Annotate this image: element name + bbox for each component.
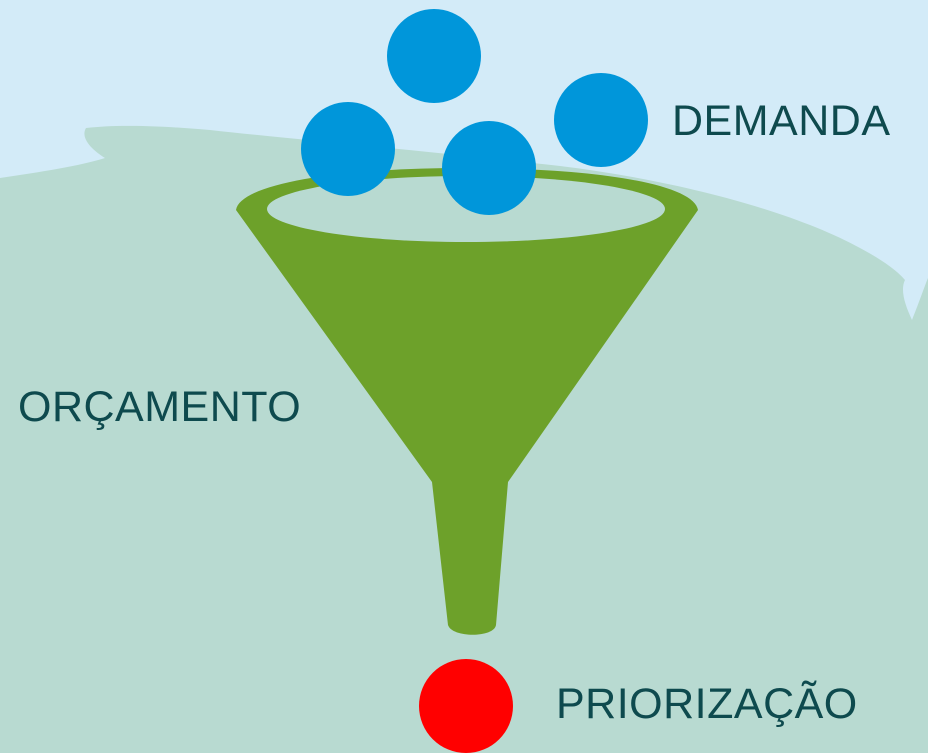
orcamento-label: ORÇAMENTO — [18, 383, 302, 431]
demand-ball-icon — [442, 121, 536, 215]
funnel-icon — [236, 168, 698, 635]
demand-ball-icon — [387, 9, 481, 103]
priority-ball-icon — [419, 659, 513, 753]
funnel-rim-opening — [267, 176, 665, 242]
funnel-body — [236, 168, 698, 635]
demand-ball-icon — [301, 102, 395, 196]
demand-ball-icon — [554, 73, 648, 167]
priorizacao-label: PRIORIZAÇÃO — [556, 680, 858, 728]
demand-balls — [301, 9, 648, 215]
demanda-label: DEMANDA — [672, 97, 891, 145]
